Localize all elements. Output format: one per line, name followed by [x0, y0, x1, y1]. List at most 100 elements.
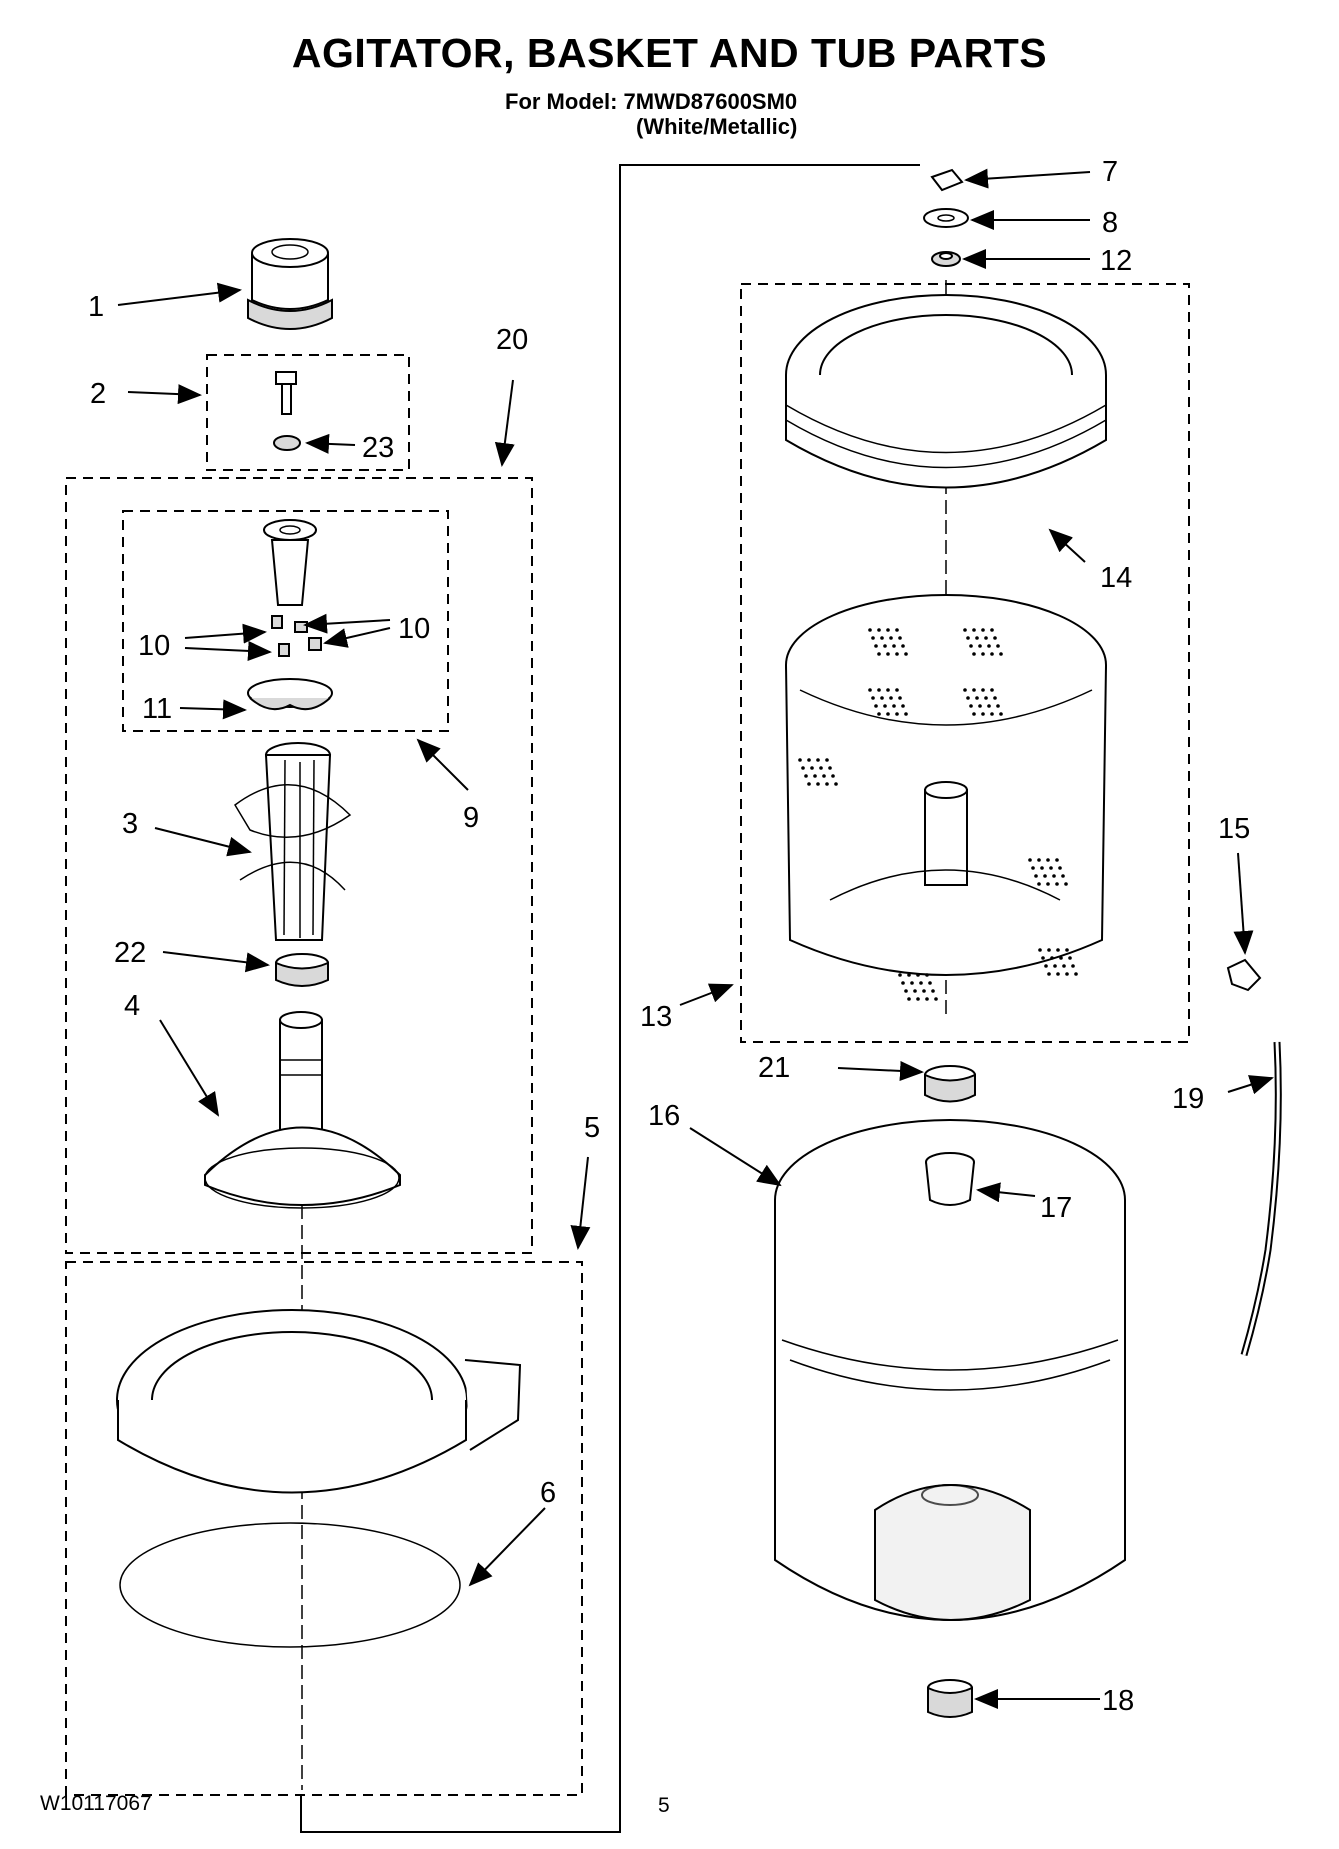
callout-1: 1	[88, 291, 104, 323]
perforation-hole	[925, 973, 929, 977]
perforation-hole	[883, 644, 887, 648]
part-12-nut	[931, 251, 961, 267]
callout-18: 18	[1102, 1685, 1134, 1717]
perforation-hole	[916, 997, 920, 1001]
perforation-hole	[892, 704, 896, 708]
perforation-hole	[1058, 866, 1062, 870]
perforation-hole	[807, 758, 811, 762]
document-number: W10117067	[40, 1792, 152, 1815]
perforation-hole	[910, 981, 914, 985]
perforation-hole	[1037, 882, 1041, 886]
perforation-hole	[1037, 858, 1041, 862]
perforation-hole	[1052, 874, 1056, 878]
perforation-hole	[981, 652, 985, 656]
perforation-hole	[1055, 882, 1059, 886]
perforation-hole	[904, 989, 908, 993]
page-number: 5	[658, 1794, 670, 1817]
perforation-hole	[975, 636, 979, 640]
perforation-hole	[978, 644, 982, 648]
perforation-hole	[813, 774, 817, 778]
perforation-hole	[999, 652, 1003, 656]
perforation-hole	[1065, 948, 1069, 952]
model-number: For Model: 7MWD87600SM0	[505, 89, 798, 114]
perforation-hole	[877, 712, 881, 716]
part-18-drain-nut	[927, 1679, 973, 1718]
leader-lines	[117, 168, 1274, 1709]
perforation-hole	[934, 997, 938, 1001]
perforation-hole	[1047, 972, 1051, 976]
perforation-hole	[981, 628, 985, 632]
perforation-hole	[990, 628, 994, 632]
perforation-hole	[966, 696, 970, 700]
perforation-hole	[886, 688, 890, 692]
perforation-hole	[972, 652, 976, 656]
perforation-hole	[816, 782, 820, 786]
part-6-tub-gasket	[119, 1522, 461, 1648]
box-2-bolt-assembly	[206, 354, 410, 471]
callout-10-left: 10	[138, 630, 170, 662]
part-17-tub-seal	[925, 1152, 975, 1206]
callout-16: 16	[648, 1100, 680, 1132]
perforation-hole	[877, 652, 881, 656]
perforation-hole	[889, 636, 893, 640]
perforation-hole	[907, 973, 911, 977]
perforation-hole	[996, 644, 1000, 648]
perforation-hole	[877, 688, 881, 692]
perforation-hole	[807, 782, 811, 786]
perforation-hole	[990, 712, 994, 716]
perforation-hole	[928, 981, 932, 985]
part-13-spin-basket	[785, 594, 1107, 976]
perforation-hole	[895, 712, 899, 716]
part-1-agitator-cap	[247, 238, 333, 330]
perforation-hole	[999, 712, 1003, 716]
part-7-clip	[930, 168, 964, 192]
perforation-hole	[825, 758, 829, 762]
part-3-agitator-auger	[234, 742, 352, 941]
callout-21: 21	[758, 1052, 790, 1084]
perforation-hole	[1049, 866, 1053, 870]
perforation-hole	[963, 688, 967, 692]
perforation-hole	[969, 704, 973, 708]
perforation-hole	[993, 696, 997, 700]
part-22-bearing	[275, 953, 329, 987]
perforation-hole	[895, 652, 899, 656]
callout-17: 17	[1040, 1192, 1072, 1224]
perforation-hole	[810, 766, 814, 770]
callout-10-right: 10	[398, 613, 430, 645]
perforation-hole	[966, 636, 970, 640]
part-21-drive-hub	[924, 1065, 976, 1103]
perforation-hole	[975, 696, 979, 700]
part-8-washer	[923, 208, 969, 228]
perforation-hole	[874, 644, 878, 648]
perforation-hole	[898, 636, 902, 640]
callout-3: 3	[122, 808, 138, 840]
perforation-hole	[990, 688, 994, 692]
perforation-hole	[868, 688, 872, 692]
part-5-tub-ring	[116, 1309, 522, 1494]
callout-5: 5	[584, 1112, 600, 1144]
perforation-hole	[871, 696, 875, 700]
part-4-agitator-base	[204, 1011, 401, 1209]
perforation-hole	[931, 989, 935, 993]
perforation-hole	[904, 712, 908, 716]
callout-14: 14	[1100, 562, 1132, 594]
perforation-hole	[1055, 858, 1059, 862]
perforation-hole	[981, 712, 985, 716]
callout-19: 19	[1172, 1083, 1204, 1115]
perforation-hole	[901, 704, 905, 708]
perforation-hole	[1061, 874, 1065, 878]
callout-11: 11	[142, 693, 172, 725]
callout-22: 22	[114, 937, 146, 969]
perforation-hole	[1068, 956, 1072, 960]
perforation-hole	[822, 774, 826, 778]
box-9-cam-assembly	[122, 510, 449, 732]
perforation-hole	[987, 644, 991, 648]
perforation-hole	[990, 652, 994, 656]
perforation-hole	[901, 644, 905, 648]
callout-8: 8	[1102, 207, 1118, 239]
perforation-hole	[904, 652, 908, 656]
model-variant: (White/Metallic)	[636, 114, 798, 139]
callout-2: 2	[90, 378, 106, 410]
perforation-hole	[895, 628, 899, 632]
